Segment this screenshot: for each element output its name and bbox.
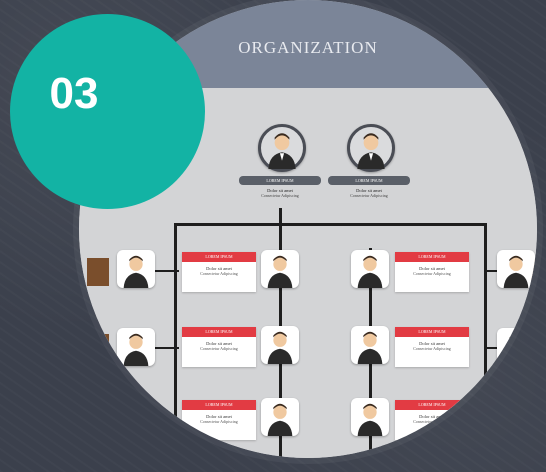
person-avatar xyxy=(347,124,395,172)
person-avatar xyxy=(351,398,389,436)
person-avatar xyxy=(117,250,155,288)
person-avatar xyxy=(351,326,389,364)
person-avatar xyxy=(261,398,299,436)
side-tab xyxy=(87,258,109,286)
person-avatar xyxy=(261,250,299,288)
person-avatar xyxy=(497,250,535,288)
person-avatar xyxy=(258,124,306,172)
top-card: LOREM IPSUM Dolor sit amet Consectetur A… xyxy=(239,176,321,204)
person-avatar xyxy=(351,250,389,288)
step-number: 03 xyxy=(49,69,99,118)
person-avatar xyxy=(497,328,535,366)
person-avatar xyxy=(261,326,299,364)
side-tab xyxy=(87,334,109,362)
top-card: LOREM IPSUM Dolor sit amet Consectetur A… xyxy=(328,176,410,204)
chart-title: ORGANIZATION xyxy=(238,38,378,57)
step-badge: 03 xyxy=(10,14,205,209)
person-avatar xyxy=(117,328,155,366)
